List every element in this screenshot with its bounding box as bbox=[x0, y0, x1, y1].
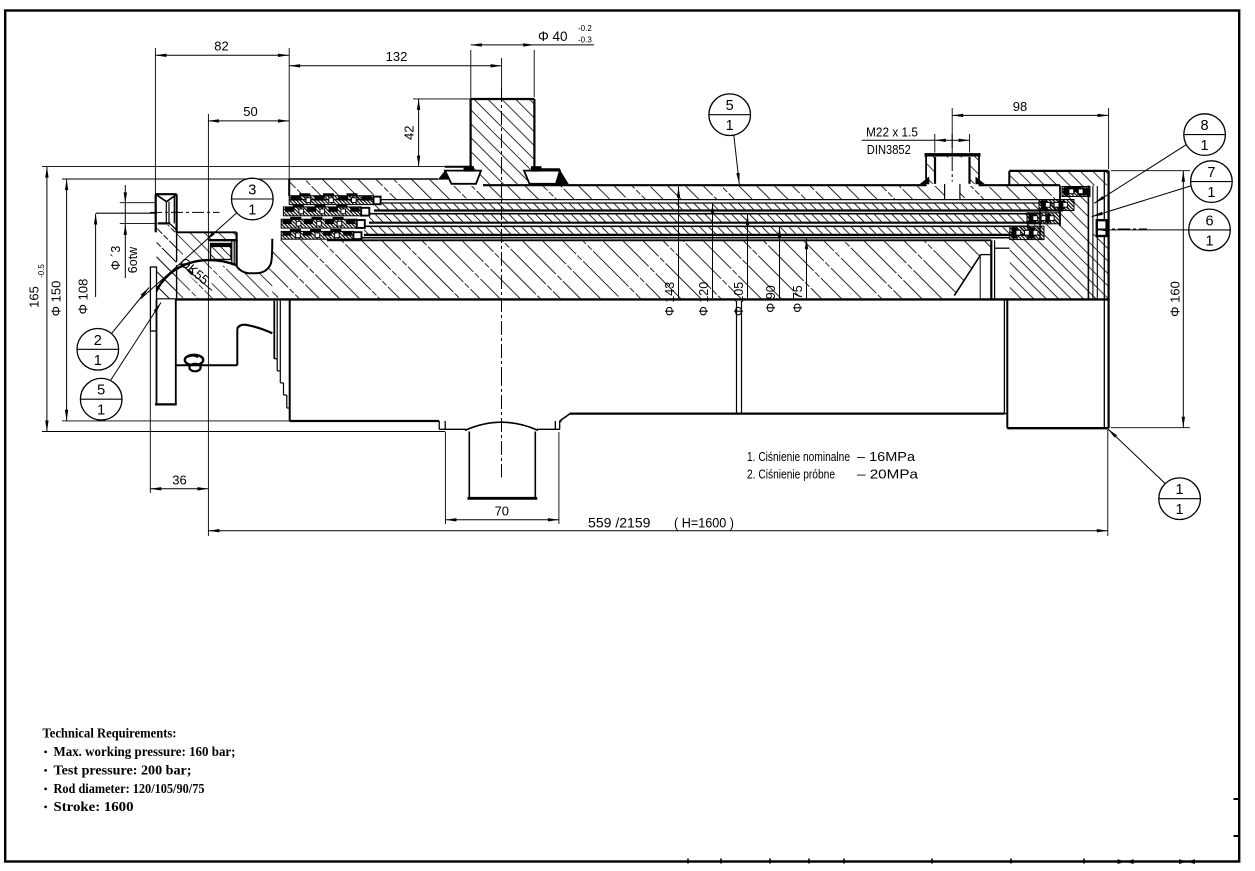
svg-text:6otw: 6otw bbox=[126, 246, 140, 273]
svg-text:132: 132 bbox=[386, 49, 408, 64]
svg-text:– 20MPa: – 20MPa bbox=[857, 467, 918, 481]
svg-text:1: 1 bbox=[1176, 502, 1184, 518]
svg-text:1: 1 bbox=[1205, 233, 1213, 249]
svg-text:-0.3: -0.3 bbox=[578, 36, 592, 45]
svg-text:Technical Requirements:: Technical Requirements: bbox=[43, 726, 177, 741]
svg-text:Φ 40: Φ 40 bbox=[538, 29, 568, 44]
svg-text:70: 70 bbox=[495, 504, 509, 519]
svg-text:Rod diameter: 120/105/90/75: Rod diameter: 120/105/90/75 bbox=[54, 781, 205, 796]
svg-text:Max. working pressure: 160 bar: Max. working pressure: 160 bar; bbox=[54, 744, 236, 759]
svg-text:1: 1 bbox=[94, 353, 102, 369]
svg-text:-0.2: -0.2 bbox=[578, 24, 592, 33]
svg-text:Φ 105: Φ 105 bbox=[732, 282, 746, 316]
svg-text:5: 5 bbox=[97, 383, 105, 399]
svg-text:1. Ciśnienie nominalne: 1. Ciśnienie nominalne bbox=[747, 449, 850, 464]
svg-text:Φ 120: Φ 120 bbox=[697, 282, 711, 316]
svg-text:6: 6 bbox=[1205, 213, 1213, 229]
svg-text:-0.5: -0.5 bbox=[37, 264, 46, 278]
svg-text:•: • bbox=[44, 745, 48, 759]
svg-text:Test pressure: 200 bar;: Test pressure: 200 bar; bbox=[54, 763, 192, 778]
svg-text:1: 1 bbox=[1207, 185, 1215, 201]
svg-text:42: 42 bbox=[402, 126, 417, 140]
svg-text:2. Ciśnienie próbne: 2. Ciśnienie próbne bbox=[747, 466, 835, 481]
svg-text:– 16MPa: – 16MPa bbox=[857, 450, 915, 464]
svg-text:1: 1 bbox=[248, 203, 256, 219]
svg-text:1: 1 bbox=[726, 118, 734, 134]
svg-text:•: • bbox=[44, 800, 48, 814]
svg-text:98: 98 bbox=[1013, 99, 1027, 114]
svg-text:3: 3 bbox=[248, 183, 256, 199]
svg-text:36: 36 bbox=[172, 473, 186, 488]
svg-text:82: 82 bbox=[214, 39, 228, 54]
svg-text:M22 x 1.5: M22 x 1.5 bbox=[866, 125, 918, 140]
svg-text:Φ 143: Φ 143 bbox=[663, 282, 677, 316]
svg-text:559 /2159: 559 /2159 bbox=[588, 515, 651, 530]
svg-text:165: 165 bbox=[27, 286, 42, 308]
svg-text:8: 8 bbox=[1201, 118, 1209, 134]
svg-text:Φ ´3: Φ ´3 bbox=[109, 246, 123, 271]
svg-text:•: • bbox=[44, 782, 48, 796]
svg-text:Φ 108: Φ 108 bbox=[76, 279, 91, 315]
svg-text:1: 1 bbox=[97, 403, 105, 419]
svg-text:( H=1600 ): ( H=1600 ) bbox=[674, 515, 734, 530]
svg-text:1: 1 bbox=[1176, 482, 1184, 498]
svg-text:1: 1 bbox=[1201, 138, 1209, 154]
svg-text:Φ 150: Φ 150 bbox=[49, 281, 64, 317]
svg-text:Φ 75: Φ 75 bbox=[791, 285, 805, 312]
svg-text:Φ 90: Φ 90 bbox=[764, 285, 778, 312]
svg-text:50: 50 bbox=[243, 104, 257, 119]
svg-text:5: 5 bbox=[726, 98, 734, 114]
svg-text:DIN3852: DIN3852 bbox=[867, 142, 911, 157]
svg-text:2: 2 bbox=[94, 333, 102, 349]
svg-text:•: • bbox=[44, 764, 48, 778]
svg-text:Φ 160: Φ 160 bbox=[1168, 281, 1183, 317]
svg-text:7: 7 bbox=[1207, 165, 1215, 181]
svg-text:Stroke: 1600: Stroke: 1600 bbox=[54, 799, 134, 814]
